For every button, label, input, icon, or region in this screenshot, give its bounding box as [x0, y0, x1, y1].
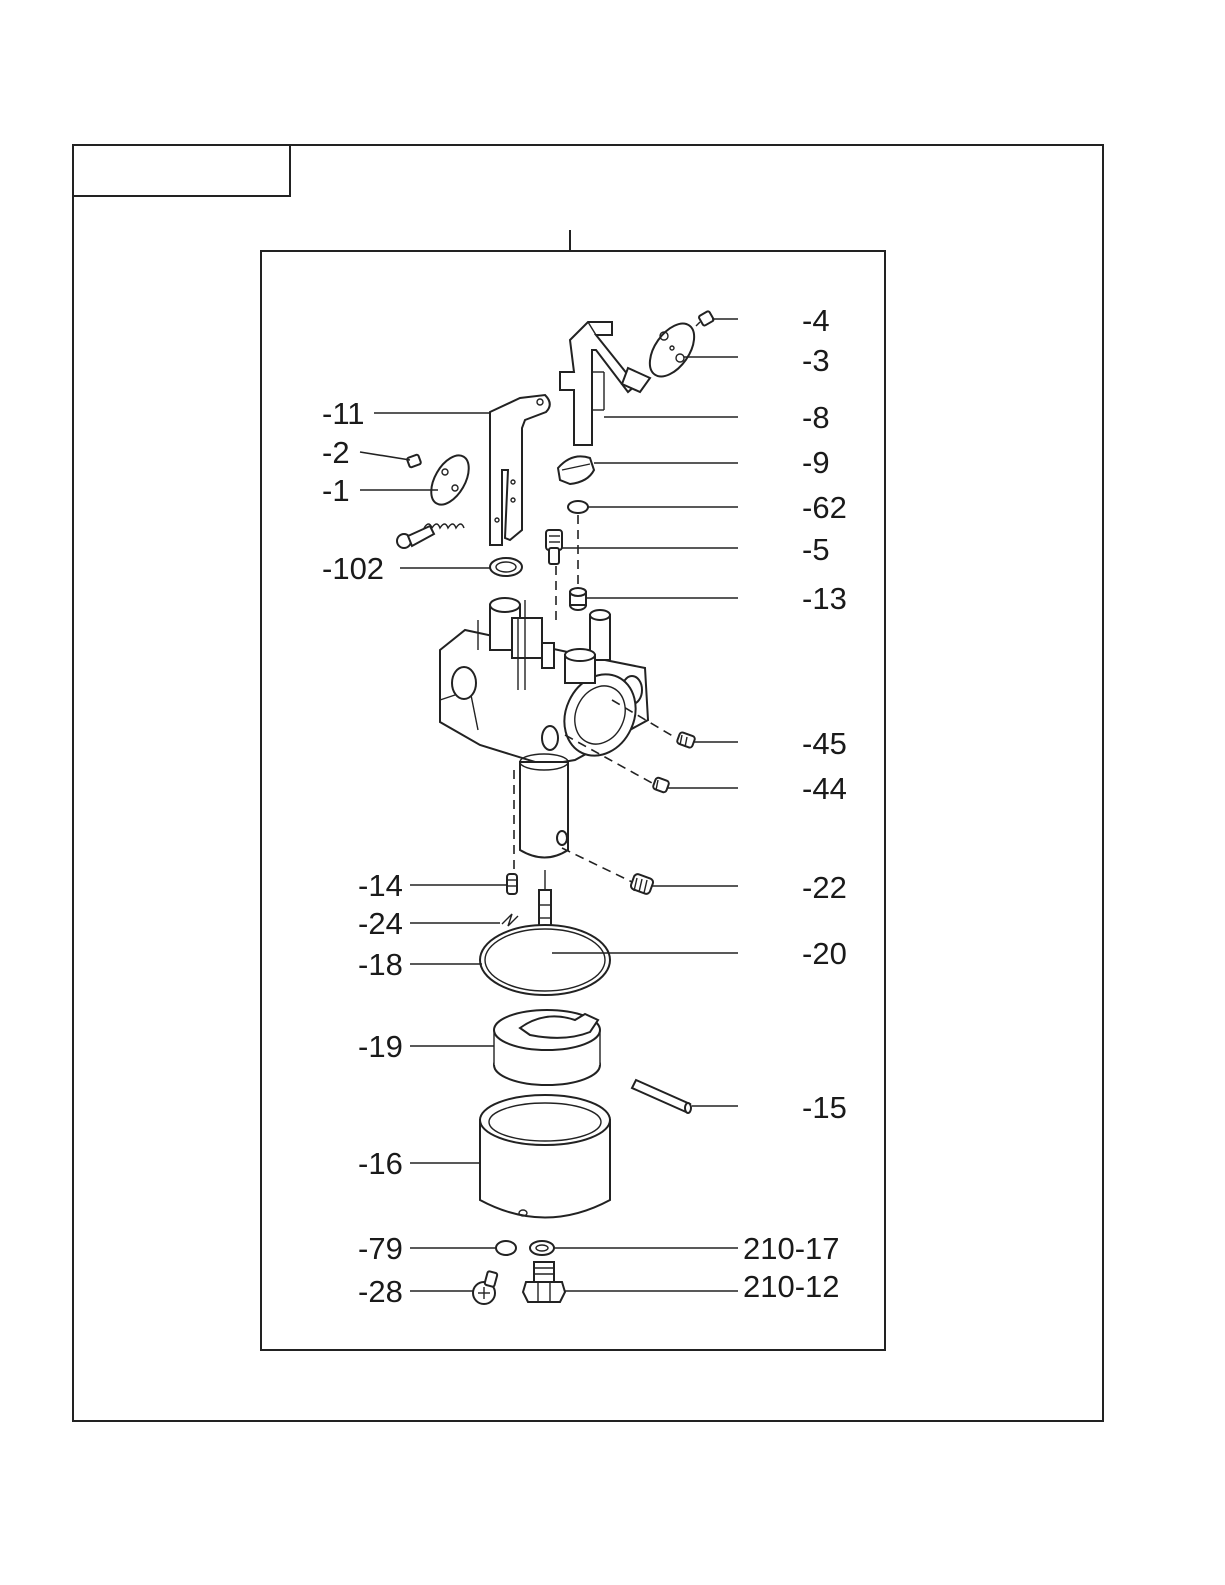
label-45: -45 [802, 726, 847, 761]
part-44-jet [652, 777, 669, 793]
part-22-main-jet [630, 873, 654, 895]
bowl-stem [520, 754, 568, 858]
label-13: -13 [802, 581, 847, 616]
idle-screw-spring [397, 524, 464, 548]
part-102-ring [490, 558, 522, 576]
part-8-choke-shaft [560, 322, 650, 445]
label-8: -8 [802, 400, 830, 435]
label-14: -14 [358, 868, 403, 903]
label-15: -15 [802, 1090, 847, 1125]
label-102: -102 [322, 551, 384, 586]
part-19-float [494, 1010, 600, 1085]
label-2: -2 [322, 435, 350, 470]
part-2-screw [407, 454, 422, 468]
label-79: -79 [358, 1231, 403, 1266]
label-24: -24 [358, 906, 403, 941]
label-5: -5 [802, 532, 830, 567]
label-4: -4 [802, 303, 830, 338]
label-210-12: 210-12 [743, 1269, 840, 1304]
part-18-gasket [480, 925, 610, 995]
part-4-screw [696, 311, 714, 327]
part-14-needle-valve [507, 874, 517, 894]
label-28: -28 [358, 1274, 403, 1309]
part-11-throttle-shaft [490, 395, 550, 545]
part-45-jet [676, 732, 695, 749]
part-24-clip [502, 914, 518, 926]
label-44: -44 [802, 771, 847, 806]
label-11: -11 [322, 396, 365, 431]
part-16-float-bowl [480, 1095, 610, 1218]
label-1: -1 [322, 473, 350, 508]
part-210-12-bolt [523, 1262, 565, 1302]
label-20: -20 [802, 936, 847, 971]
part-15-pin [632, 1080, 691, 1113]
part-9-cap [558, 456, 594, 484]
part-5-needle [546, 530, 562, 564]
part-3-choke-plate [641, 316, 703, 385]
label-18: -18 [358, 947, 403, 982]
label-3: -3 [802, 343, 830, 378]
label-16: -16 [358, 1146, 403, 1181]
label-9: -9 [802, 445, 830, 480]
part-13-seat [570, 588, 586, 610]
part-1-throttle-plate [424, 449, 477, 511]
part-62-ring [568, 501, 588, 513]
label-19: -19 [358, 1029, 403, 1064]
part-210-17-washer [530, 1241, 554, 1255]
label-210-17: 210-17 [743, 1231, 840, 1266]
label-22: -22 [802, 870, 847, 905]
part-28-screw [473, 1271, 498, 1304]
part-79-ring [496, 1241, 516, 1255]
carburetor-body [440, 598, 649, 767]
label-62: -62 [802, 490, 847, 525]
